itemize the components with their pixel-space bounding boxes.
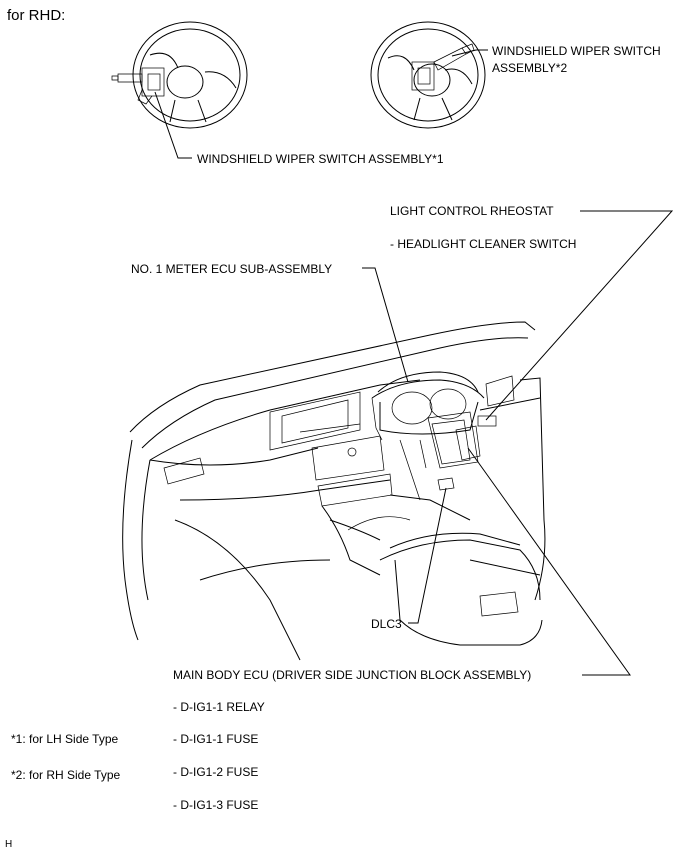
steering-wheel-left-illustration — [111, 21, 248, 129]
diagram-heading: for RHD: — [7, 7, 66, 24]
footer-code: H — [5, 839, 13, 850]
label-d-ig1-1-relay: - D-IG1-1 RELAY — [173, 700, 265, 714]
note-lh-side-type: *1: for LH Side Type — [11, 732, 119, 746]
label-windshield-wiper-switch-2-line1: WINDSHIELD WIPER SWITCH — [492, 44, 661, 58]
label-meter-ecu: NO. 1 METER ECU SUB-ASSEMBLY — [131, 262, 333, 276]
label-headlight-cleaner-switch: - HEADLIGHT CLEANER SWITCH — [390, 237, 577, 251]
label-main-body-ecu: MAIN BODY ECU (DRIVER SIDE JUNCTION BLOC… — [173, 668, 532, 682]
leader-lines — [154, 49, 674, 676]
label-d-ig1-3-fuse: - D-IG1-3 FUSE — [173, 798, 259, 812]
note-rh-side-type: *2: for RH Side Type — [11, 768, 121, 782]
label-dlc3: DLC3 — [371, 617, 402, 631]
dashboard-illustration — [122, 321, 546, 661]
label-windshield-wiper-switch-2-line2: ASSEMBLY*2 — [492, 61, 568, 75]
label-light-control-rheostat: LIGHT CONTROL RHEOSTAT — [390, 204, 554, 218]
label-d-ig1-1-fuse: - D-IG1-1 FUSE — [173, 732, 259, 746]
label-windshield-wiper-switch-1: WINDSHIELD WIPER SWITCH ASSEMBLY*1 — [197, 152, 444, 166]
steering-wheel-right-illustration — [370, 21, 486, 129]
label-d-ig1-2-fuse: - D-IG1-2 FUSE — [173, 765, 259, 779]
